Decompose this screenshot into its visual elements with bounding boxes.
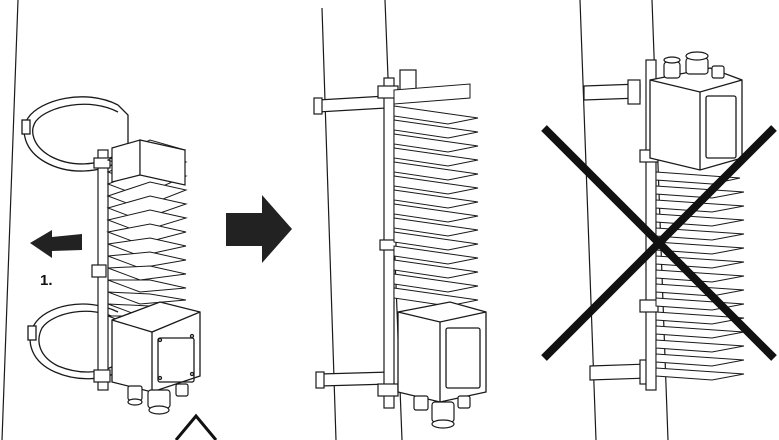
pole-edge-left: [1, 0, 19, 440]
right-arrow-icon: [226, 195, 292, 263]
step-number-label: 1.: [40, 272, 53, 289]
pull-left-arrow-icon: [30, 230, 82, 258]
cable-glands: [413, 395, 471, 429]
electronics-housing: [397, 301, 487, 403]
mounting-rail: [91, 149, 111, 391]
electronics-housing: [649, 67, 743, 171]
mounting-rail: [377, 69, 417, 409]
top-connector-plate: [111, 139, 186, 186]
cross-out-icon: [541, 125, 777, 361]
mounting-strap-top: [583, 79, 653, 385]
panel-3-mounted-wrong: [541, 0, 777, 440]
heatsink-fins: [393, 83, 479, 307]
warning-triangle-icon: [174, 413, 218, 440]
mounting-strap-top: [313, 95, 391, 389]
electronics-housing: [111, 301, 201, 393]
panel-1-unmount: [1, 0, 201, 440]
cable-glands: [127, 383, 189, 415]
panel-2-mounted-correct: [313, 0, 487, 440]
pole-edge-left: [321, 7, 337, 440]
cable-glands: [663, 51, 725, 79]
mounting-strap-bottom: [27, 303, 119, 380]
